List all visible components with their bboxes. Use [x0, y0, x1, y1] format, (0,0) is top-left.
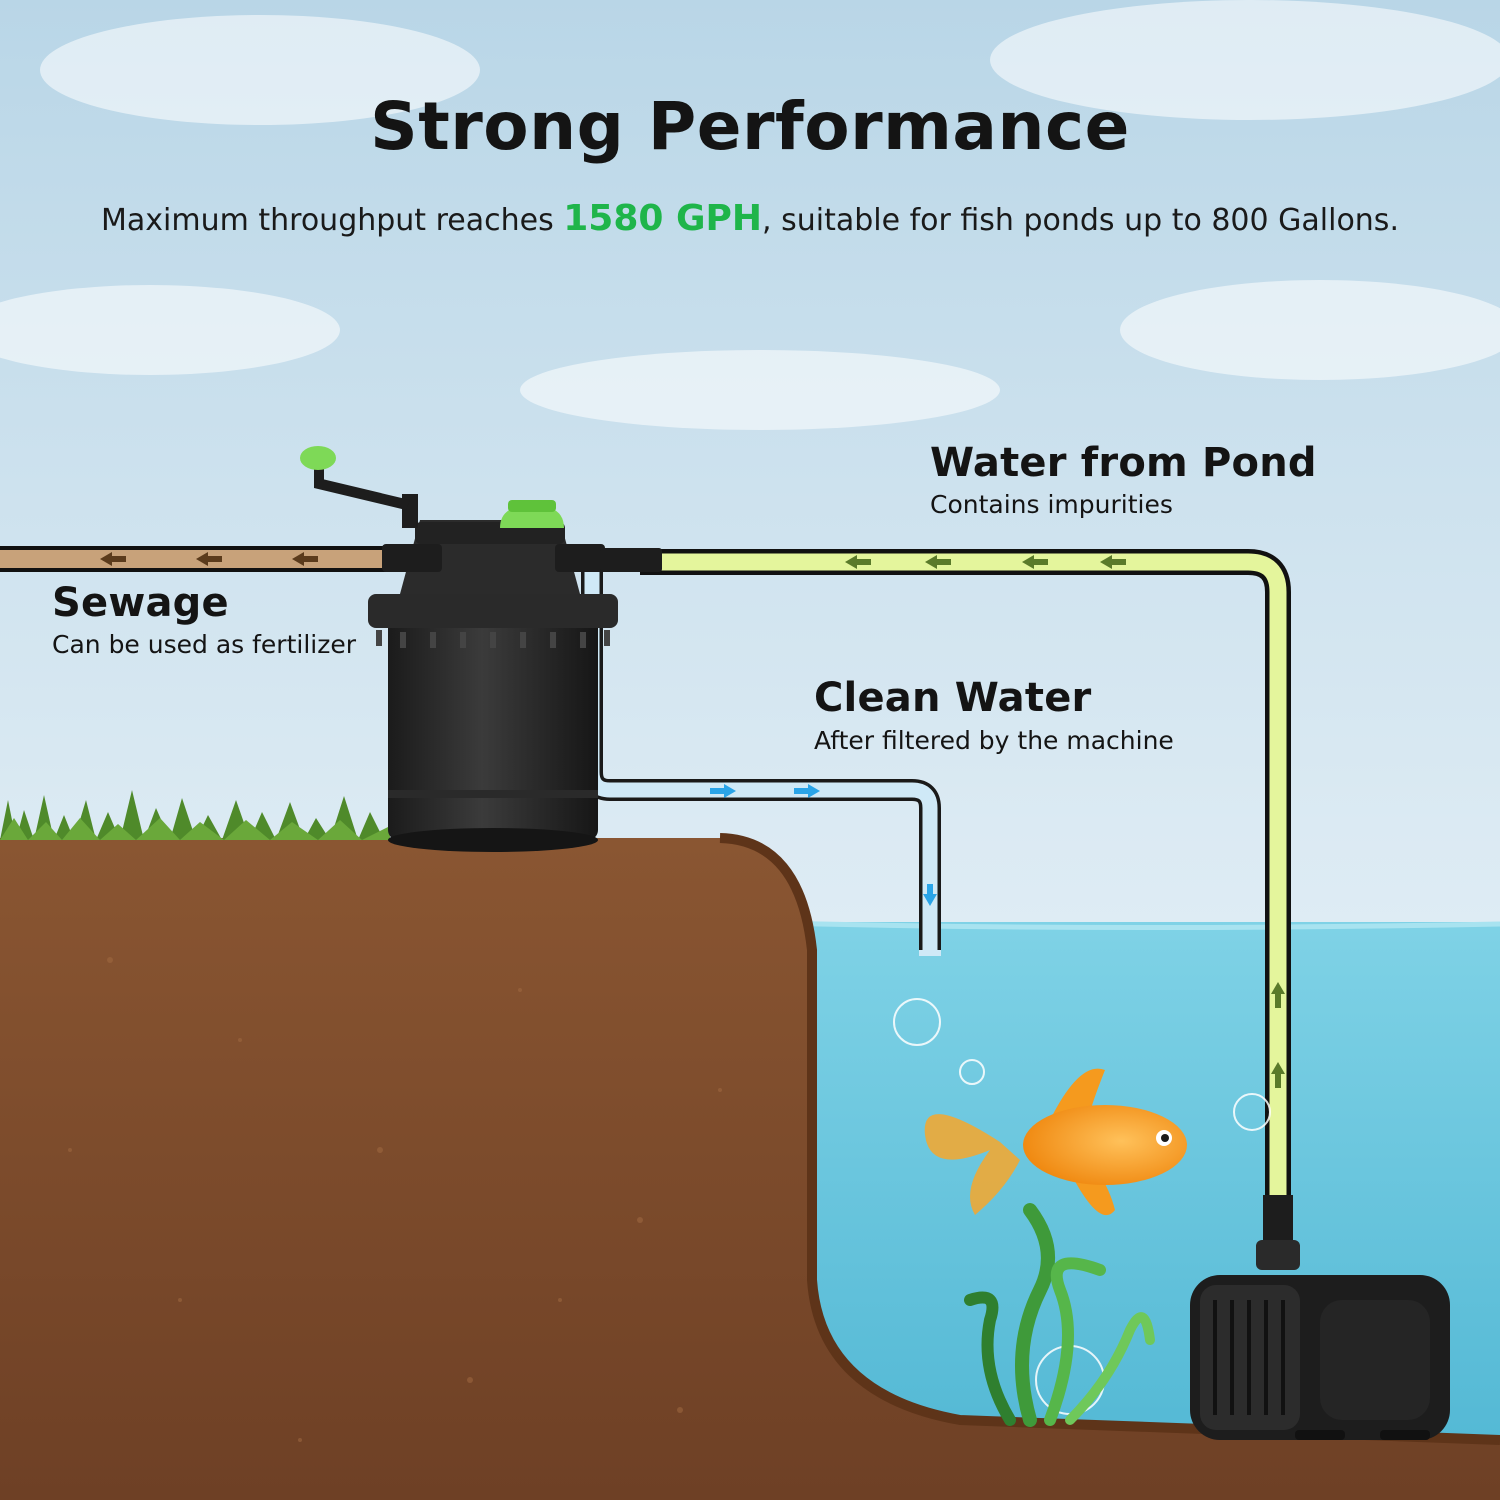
sewage-pipe — [0, 546, 400, 572]
submersible-pump-icon — [1190, 1195, 1450, 1440]
sewage-sub: Can be used as fertilizer — [52, 630, 357, 659]
goldfish-icon — [924, 1068, 1187, 1216]
filter-handle-knob — [300, 446, 336, 470]
page-subtitle: Maximum throughput reaches 1580 GPH, sui… — [0, 193, 1500, 246]
throughput-highlight: 1580 GPH — [563, 198, 763, 239]
clean-water-sub: After filtered by the machine — [814, 726, 1174, 755]
subtitle-after: , suitable for fish ponds up to 800 Gall… — [762, 203, 1399, 238]
water-surface-highlight — [739, 919, 1500, 931]
soil-bank — [0, 838, 1500, 1500]
clouds — [0, 0, 1500, 430]
grass-icon — [0, 790, 390, 840]
soil-specks — [68, 957, 722, 1442]
clean-water-heading: Clean Water — [814, 675, 1092, 721]
water-from-pond-heading: Water from Pond — [930, 440, 1317, 486]
sewage-heading: Sewage — [52, 580, 229, 626]
seaweed-icon — [964, 1203, 1155, 1427]
flow-arrow-icon — [845, 555, 1285, 1088]
pond-intake-pipe — [640, 549, 1291, 1210]
subtitle-before: Maximum throughput reaches — [101, 203, 564, 238]
water-from-pond-sub: Contains impurities — [930, 490, 1173, 519]
pressure-filter-icon — [300, 446, 662, 852]
page-title: Strong Performance — [370, 88, 1130, 165]
soil-edge — [719, 833, 1500, 1445]
flow-arrow-icon — [100, 552, 318, 566]
flow-arrow-icon — [710, 784, 937, 906]
